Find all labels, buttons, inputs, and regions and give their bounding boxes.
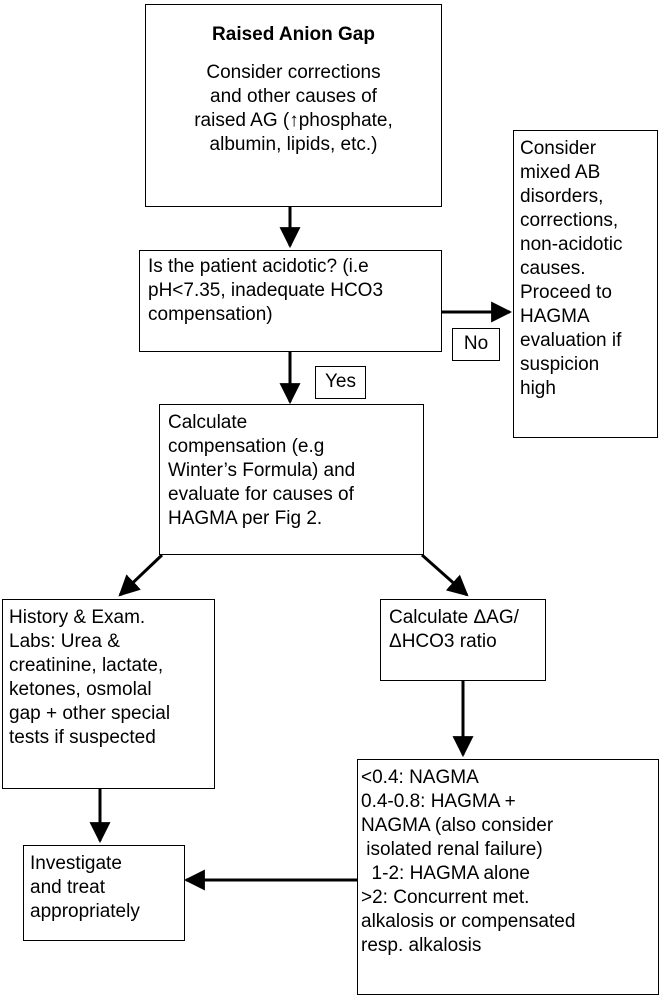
raised-anion-gap-box: Raised Anion Gap Consider corrections an… (145, 4, 442, 207)
history-line: History & Exam. (9, 607, 146, 628)
history-line: creatinine, lactate, (9, 655, 164, 676)
ratio-result-line: 0.4-0.8: HAGMA + (361, 791, 516, 812)
ratio-result-line: resp. alkalosis (361, 935, 482, 956)
mixed-line: causes. (520, 258, 586, 279)
ratio-result-line: 1-2: HAGMA alone (361, 863, 530, 884)
mixed-line: corrections, (520, 210, 619, 231)
compensation-line: evaluate for causes of (168, 484, 354, 505)
ratio-results-box: <0.4: NAGMA 0.4-0.8: HAGMA + NAGMA (also… (357, 759, 659, 995)
mixed-line: mixed AB (520, 162, 601, 183)
raised-box-line: and other causes of (210, 86, 377, 107)
arrow-compensation-to-history (118, 553, 164, 597)
acidotic-line: Is the patient acidotic? (i.e (148, 256, 369, 277)
acidotic-line: compensation) (148, 304, 273, 325)
raised-box-line: albumin, lipids, etc.) (209, 134, 378, 155)
yes-label: Yes (315, 366, 366, 399)
compensation-line: HAGMA per Fig 2. (168, 508, 323, 529)
no-label: No (452, 328, 500, 361)
compensation-line: Winter’s Formula) and (168, 460, 356, 481)
treat-line: appropriately (30, 901, 140, 922)
treat-line: Investigate (30, 853, 122, 874)
investigate-treat-box: Investigate and treat appropriately (23, 845, 185, 941)
acidotic-line: pH<7.35, inadequate HCO3 (148, 280, 384, 301)
arrow-compensation-to-ratio (421, 553, 469, 597)
raised-box-line: Consider corrections (206, 62, 381, 83)
mixed-line: non-acidotic (520, 234, 623, 255)
mixed-line: high (520, 378, 556, 399)
raised-anion-gap-title: Raised Anion Gap (212, 24, 375, 45)
history-line: Labs: Urea & (9, 631, 120, 652)
calculate-compensation-box: Calculate compensation (e.g Winter’s For… (159, 404, 424, 555)
mixed-disorders-box: Consider mixed AB disorders, corrections… (513, 130, 658, 438)
ratio-line: Calculate ΔAG/ (389, 607, 519, 628)
raised-box-line: raised AG (↑phosphate, (194, 110, 393, 131)
mixed-line: disorders, (520, 186, 604, 207)
history-line: ketones, osmolal (9, 679, 152, 700)
history-line: gap + other special (9, 703, 171, 724)
ratio-result-line: >2: Concurrent met. (361, 887, 530, 908)
ratio-line: ΔHCO3 ratio (389, 631, 497, 652)
compensation-line: Calculate (168, 412, 248, 433)
compensation-line: compensation (e.g (168, 436, 325, 457)
treat-line: and treat (30, 877, 105, 898)
mixed-line: HAGMA (520, 306, 590, 327)
mixed-line: evaluation if (520, 330, 622, 351)
ratio-result-line: NAGMA (also consider (361, 815, 554, 836)
history-line: tests if suspected (9, 727, 156, 748)
calculate-ratio-box: Calculate ΔAG/ ΔHCO3 ratio (380, 599, 546, 681)
ratio-result-line: <0.4: NAGMA (361, 767, 479, 788)
history-exam-box: History & Exam. Labs: Urea & creatinine,… (2, 599, 215, 789)
acidotic-question-box: Is the patient acidotic? (i.e pH<7.35, i… (139, 250, 442, 352)
ratio-result-line: alkalosis or compensated (361, 911, 576, 932)
ratio-result-line: isolated renal failure) (361, 839, 543, 860)
mixed-line: Proceed to (520, 282, 612, 303)
mixed-line: Consider (520, 138, 597, 159)
mixed-line: suspicion (520, 354, 600, 375)
